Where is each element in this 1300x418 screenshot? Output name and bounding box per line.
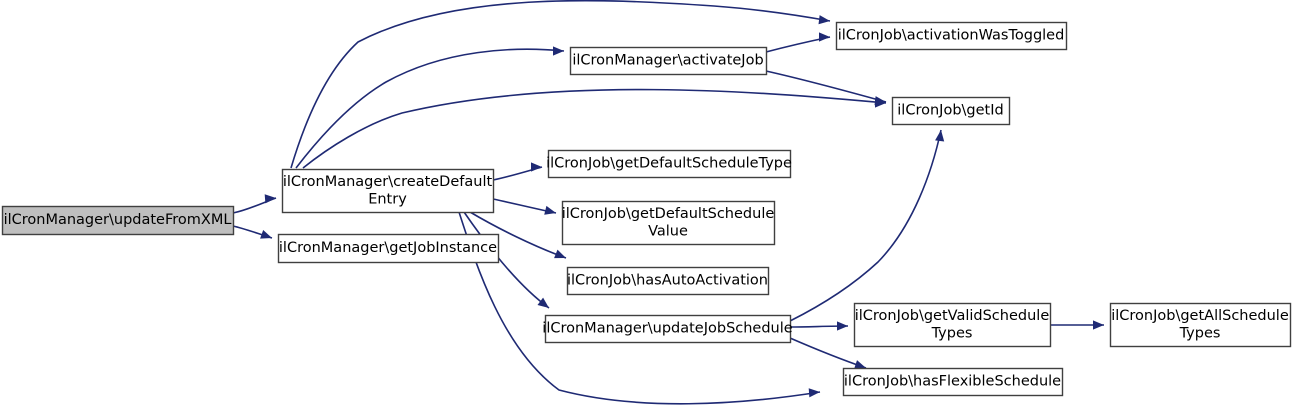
- edge-createDefaultEntry-to-updateJobSchedule: [463, 211, 550, 309]
- edge-createDefaultEntry-to-getDefaultScheduleType: [492, 162, 543, 181]
- node-box[interactable]: [835, 21, 1068, 51]
- graph-node-hasAutoActivation[interactable]: ilCronJob\hasAutoActivation: [566, 266, 770, 296]
- graph-node-getDefaultScheduleType[interactable]: ilCronJob\getDefaultScheduleType: [546, 149, 792, 179]
- edge-arrowhead: [808, 388, 820, 398]
- node-label: ilCronJob\hasAutoActivation: [567, 273, 768, 289]
- node-label: ilCronManager\updateJobSchedule: [542, 321, 792, 337]
- node-label: ilCronJob\getAllSchedule: [1111, 308, 1289, 324]
- node-box[interactable]: [569, 46, 768, 76]
- node-box[interactable]: [891, 96, 1011, 126]
- node-box[interactable]: [277, 233, 500, 264]
- edge-line: [463, 211, 550, 309]
- edge-arrowhead: [837, 321, 848, 331]
- node-box[interactable]: [281, 168, 495, 214]
- node-box[interactable]: [566, 266, 770, 296]
- edge-arrowhead: [544, 205, 556, 215]
- node-label: ilCronJob\getDefaultSchedule: [562, 206, 775, 222]
- node-label: ilCronJob\getValidSchedule: [855, 308, 1050, 324]
- node-label: ilCronManager\getJobInstance: [279, 240, 497, 256]
- node-label: ilCronManager\updateFromXML: [4, 212, 232, 228]
- edge-arrowhead: [818, 15, 830, 25]
- edge-arrowhead: [554, 249, 566, 259]
- nodes-layer: ilCronManager\updateFromXML ilCronManager…: [1, 21, 1292, 397]
- edge-line: [469, 211, 567, 259]
- node-label: ilCronJob\hasFlexibleSchedule: [844, 374, 1061, 390]
- node-box[interactable]: [853, 302, 1052, 348]
- node-box[interactable]: [1109, 302, 1292, 348]
- edge-getValidScheduleTypes-to-getAllScheduleTypes: [1049, 320, 1104, 330]
- edge-line: [290, 0, 831, 169]
- node-label: ilCronJob\activationWasToggled: [838, 28, 1065, 44]
- edge-activateJob-to-activationWasToggled: [765, 32, 831, 53]
- edge-arrowhead: [819, 32, 830, 42]
- edge-line: [765, 70, 887, 103]
- node-box[interactable]: [842, 367, 1064, 397]
- node-label: ilCronJob\getDefaultScheduleType: [546, 156, 792, 172]
- graph-node-hasFlexibleSchedule[interactable]: ilCronJob\hasFlexibleSchedule: [842, 367, 1064, 397]
- edge-line: [295, 48, 565, 169]
- edge-arrowhead: [854, 360, 866, 369]
- graph-node-getId[interactable]: ilCronJob\getId: [891, 96, 1011, 126]
- graph-node-activateJob[interactable]: ilCronManager\activateJob: [569, 46, 768, 76]
- node-box[interactable]: [547, 149, 792, 179]
- node-label: ilCronManager\createDefault: [283, 174, 493, 190]
- node-label: Types: [931, 325, 973, 341]
- edge-createDefaultEntry-to-activateJob: [295, 46, 565, 169]
- graph-node-activationWasToggled[interactable]: ilCronJob\activationWasToggled: [835, 21, 1068, 51]
- edge-arrowhead: [537, 297, 549, 308]
- edge-line: [458, 211, 821, 405]
- edge-activateJob-to-getId: [765, 70, 887, 106]
- node-label: Entry: [368, 191, 407, 207]
- edge-createDefaultEntry-to-activationWasToggled: [290, 0, 831, 169]
- edge-arrowhead: [531, 162, 542, 172]
- node-label: Types: [1179, 325, 1221, 341]
- node-label: ilCronManager\activateJob: [572, 53, 763, 69]
- graph-node-updateFromXML[interactable]: ilCronManager\updateFromXML: [1, 205, 235, 236]
- node-box[interactable]: [561, 200, 776, 246]
- node-label: ilCronJob\getId: [897, 103, 1003, 119]
- edge-arrowhead: [264, 194, 276, 204]
- edge-line: [789, 129, 942, 322]
- edge-arrowhead: [935, 130, 945, 142]
- edges-layer: [232, 0, 1104, 405]
- edge-arrowhead: [1093, 320, 1104, 330]
- edge-createDefaultEntry-to-getDefaultScheduleValue: [492, 198, 557, 215]
- node-box[interactable]: [1, 205, 235, 236]
- edge-updateFromXML-to-getJobInstance: [232, 225, 273, 239]
- edge-createDefaultEntry-to-hasAutoActivation: [469, 211, 567, 259]
- edge-updateJobSchedule-to-getValidScheduleTypes: [789, 321, 849, 331]
- edge-arrowhead: [260, 229, 272, 239]
- edge-updateJobSchedule-to-hasFlexibleSchedule: [789, 337, 867, 369]
- node-label: Value: [648, 223, 688, 239]
- node-box[interactable]: [544, 314, 792, 344]
- edge-arrowhead: [553, 46, 564, 56]
- graph-node-updateJobSchedule[interactable]: ilCronManager\updateJobSchedule: [542, 314, 793, 344]
- edge-updateFromXML-to-createDefaultEntry: [232, 194, 277, 214]
- edge-updateJobSchedule-to-getId: [789, 129, 945, 322]
- edge-line: [302, 88, 887, 169]
- graph-node-getJobInstance[interactable]: ilCronManager\getJobInstance: [277, 233, 500, 264]
- edge-createDefaultEntry-to-hasFlexibleSchedule: [458, 211, 821, 405]
- edge-arrowhead: [874, 96, 886, 106]
